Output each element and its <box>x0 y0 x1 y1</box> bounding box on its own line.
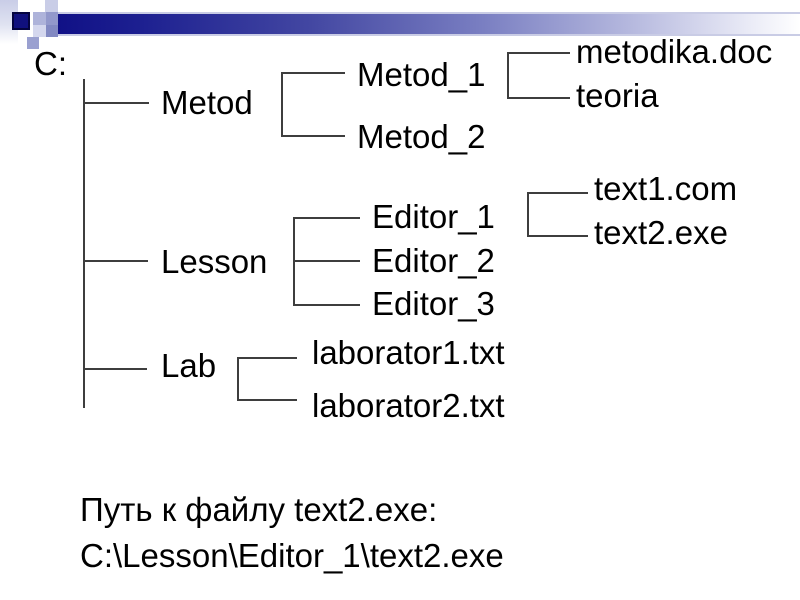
folder-label-editor-1: Editor_1 <box>372 198 495 235</box>
folder-label-metod-1: Metod_1 <box>357 56 486 93</box>
folder-label-editor-2: Editor_2 <box>372 242 495 279</box>
tree-branch-line-lab <box>85 368 147 370</box>
tree-branch-line-lesson <box>85 260 148 262</box>
file-label-metodika-doc: metodika.doc <box>576 33 773 70</box>
decor-left-strip <box>0 0 18 44</box>
decor-square-icon <box>33 25 46 37</box>
folder-label-metod-2: Metod_2 <box>357 118 486 155</box>
bracket-metod1-children <box>507 52 570 99</box>
bracket-editor1-children <box>527 192 588 237</box>
decor-square-icon <box>46 12 58 25</box>
bracket-lab-children <box>237 357 297 401</box>
file-label-laborator1-txt: laborator1.txt <box>312 334 505 371</box>
path-caption-line1: Путь к файлу text2.exe: <box>80 491 438 528</box>
file-label-teoria: teoria <box>576 77 659 114</box>
folder-label-lab: Lab <box>161 347 217 384</box>
decor-gradient-bar <box>47 12 800 36</box>
folder-label-lesson: Lesson <box>161 243 268 280</box>
bracket-lesson-middle-line <box>295 260 360 262</box>
tree-branch-line-metod <box>85 102 149 104</box>
path-caption-line2: C:\Lesson\Editor_1\text2.exe <box>80 537 504 574</box>
decor-square-icon <box>45 0 58 12</box>
tree-trunk-line <box>83 79 85 408</box>
file-label-text2-exe: text2.exe <box>594 214 728 251</box>
file-label-text1-com: text1.com <box>594 170 738 207</box>
folder-label-editor-3: Editor_3 <box>372 285 495 322</box>
decor-square-icon <box>27 37 39 49</box>
decor-square-icon <box>46 25 58 37</box>
bracket-metod-children <box>281 72 345 137</box>
folder-label-metod: Metod <box>161 84 253 121</box>
drive-label: C: <box>34 45 67 82</box>
bracket-lesson-children <box>293 217 360 306</box>
path-caption: Путь к файлу text2.exe: C:\Lesson\Editor… <box>80 487 504 579</box>
file-label-laborator2-txt: laborator2.txt <box>312 387 505 424</box>
decor-square-icon <box>33 12 46 25</box>
decor-navy-square-icon <box>12 12 30 30</box>
